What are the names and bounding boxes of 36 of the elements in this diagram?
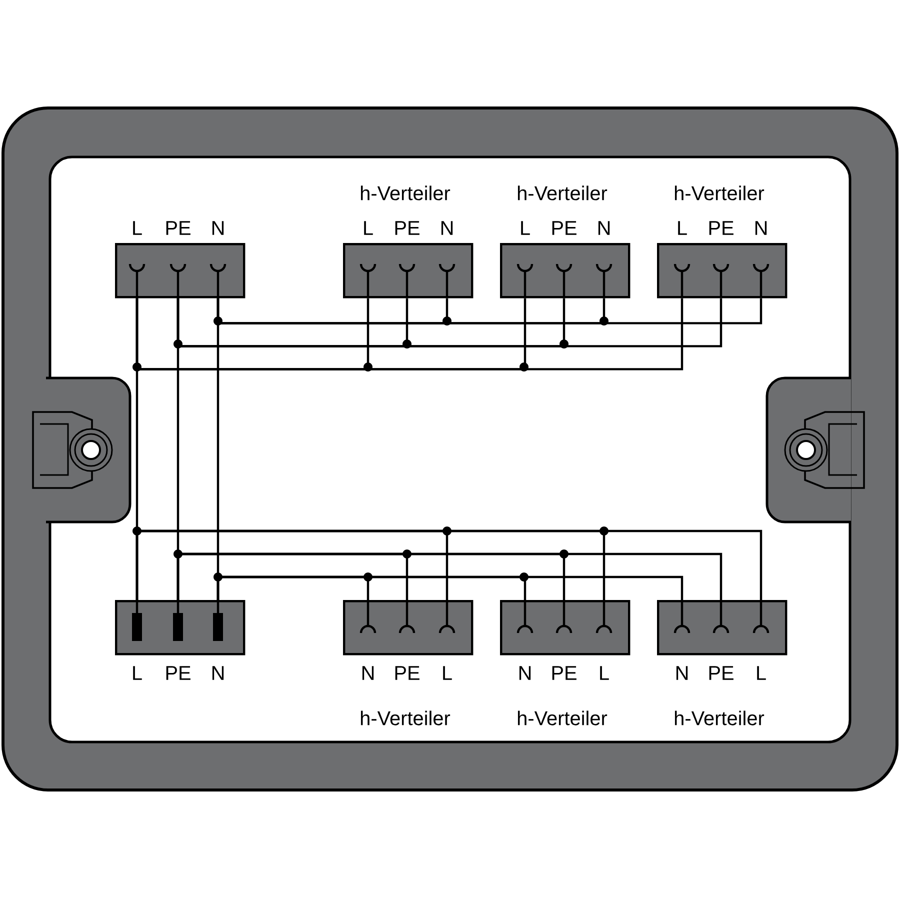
wire xyxy=(136,298,684,370)
distributor-label: h-Verteiler xyxy=(518,186,608,200)
terminal-label: L xyxy=(678,221,687,235)
terminal-label: PE xyxy=(395,666,420,680)
terminal-label: PE xyxy=(709,666,734,680)
terminal-label: L xyxy=(133,666,142,680)
wire xyxy=(136,530,762,600)
terminal-label: PE xyxy=(166,221,190,235)
wire xyxy=(216,576,684,600)
distributor-label: h-Verteiler xyxy=(360,186,450,200)
terminal-label: N xyxy=(598,221,610,235)
terminal-label: N xyxy=(362,666,374,680)
distributor-label: h-Verteiler xyxy=(674,186,764,200)
terminal-label: N xyxy=(441,221,453,235)
terminal-label: N xyxy=(519,666,531,680)
wire xyxy=(176,552,722,600)
distributor-label: h-Verteiler xyxy=(360,710,450,726)
wire xyxy=(176,298,722,348)
terminal-label: PE xyxy=(552,666,576,680)
wire xyxy=(216,298,762,324)
terminal-label: PE xyxy=(166,666,190,680)
terminal-label: PE xyxy=(709,221,734,235)
terminal-label: PE xyxy=(552,221,576,235)
terminal-label: L xyxy=(600,666,609,680)
distributor-label: h-Verteiler xyxy=(518,710,608,726)
terminal-label: N xyxy=(676,666,688,680)
terminal-label: L xyxy=(364,221,373,235)
terminal-label: N xyxy=(212,221,224,235)
terminal-label: L xyxy=(443,666,452,680)
terminal-label: PE xyxy=(395,221,420,235)
terminal-label: L xyxy=(521,221,530,235)
terminal-label: N xyxy=(212,666,224,680)
distributor-label: h-Verteiler xyxy=(674,710,764,726)
terminal-label: L xyxy=(133,221,142,235)
terminal-label: L xyxy=(757,666,766,680)
terminal-label: N xyxy=(755,221,767,235)
